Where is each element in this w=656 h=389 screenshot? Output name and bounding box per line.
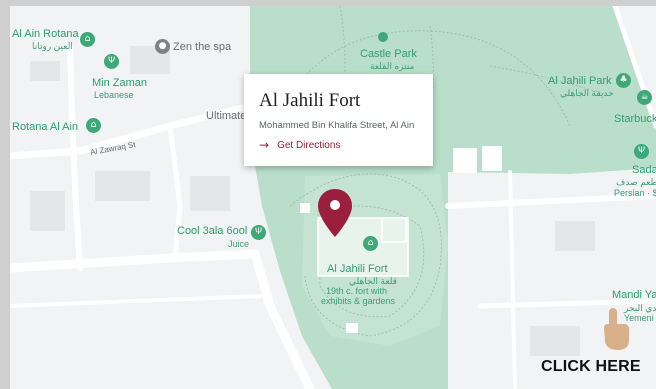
click-here-button[interactable]: CLICK HERE (541, 358, 641, 375)
label-sada-sub: Persian · $ (614, 188, 656, 198)
label-al-jahili-fort-ar: قلعة الجاهلي (349, 276, 397, 286)
label-fort-desc-1: 19th c. fort with (326, 286, 388, 296)
label-sada-ar: مطعم صدف (616, 177, 656, 187)
location-address: Mohammed Bin Khalifa Street, Al Ain (259, 120, 415, 131)
restaurant-icon[interactable]: Ψ (251, 225, 266, 240)
label-mandi-ar: مندي البحر (624, 303, 656, 313)
get-directions-label: Get Directions (277, 139, 341, 151)
label-al-jahili-fort[interactable]: Al Jahili Fort (327, 263, 388, 275)
label-al-jahili-park-ar: حديقة الجاهلي (560, 88, 614, 98)
label-sada[interactable]: Sada (632, 164, 656, 176)
restaurant-icon[interactable]: Ψ (634, 144, 649, 159)
tree-icon[interactable] (378, 32, 388, 42)
label-al-jahili-park[interactable]: Al Jahili Park (548, 75, 612, 87)
museum-icon[interactable]: ⌂ (363, 236, 378, 251)
label-zen-spa[interactable]: Zen the spa (173, 41, 232, 53)
label-starbucks[interactable]: Starbuck (614, 113, 656, 125)
label-ultimate[interactable]: Ultimate (206, 110, 247, 122)
map-canvas[interactable]: Al Ain Rotana العين روتانا ⌂ ● Zen the s… (10, 6, 656, 389)
location-title: Al Jahili Fort (259, 90, 361, 111)
hotel-icon[interactable]: ⌂ (86, 118, 101, 133)
get-directions-link[interactable]: → Get Directions (259, 138, 340, 152)
park-icon[interactable]: ♣ (616, 73, 631, 88)
spa-pin-icon[interactable]: ● (155, 39, 170, 54)
cafe-icon[interactable]: ☕ (637, 90, 652, 105)
map-pin-icon[interactable] (316, 187, 354, 239)
label-al-ain-rotana[interactable]: Al Ain Rotana (12, 28, 79, 40)
location-info-card: Al Jahili Fort Mohammed Bin Khalifa Stre… (244, 74, 433, 166)
hotel-icon[interactable]: ⌂ (80, 32, 95, 47)
label-al-ain-rotana-ar: العين روتانا (32, 41, 73, 51)
label-min-zaman[interactable]: Min Zaman (92, 77, 148, 89)
label-cool-3ala-sub: Juice (228, 239, 250, 249)
label-castle-park-ar: منتزه القلعة (370, 61, 415, 71)
pointing-hand-icon[interactable] (598, 306, 632, 352)
restaurant-icon[interactable]: Ψ (104, 54, 119, 69)
label-mandi-sub: Yemeni (624, 313, 654, 323)
label-min-zaman-sub: Lebanese (94, 90, 134, 100)
arrow-right-icon: → (259, 138, 270, 152)
label-castle-park[interactable]: Castle Park (360, 48, 417, 60)
label-fort-desc-2: exhibits & gardens (321, 296, 396, 306)
label-mandi[interactable]: Mandi Ya (612, 289, 656, 301)
label-rotana-al-ain[interactable]: Rotana Al Ain (12, 121, 79, 133)
label-cool-3ala[interactable]: Cool 3ala 6ool (177, 225, 248, 237)
